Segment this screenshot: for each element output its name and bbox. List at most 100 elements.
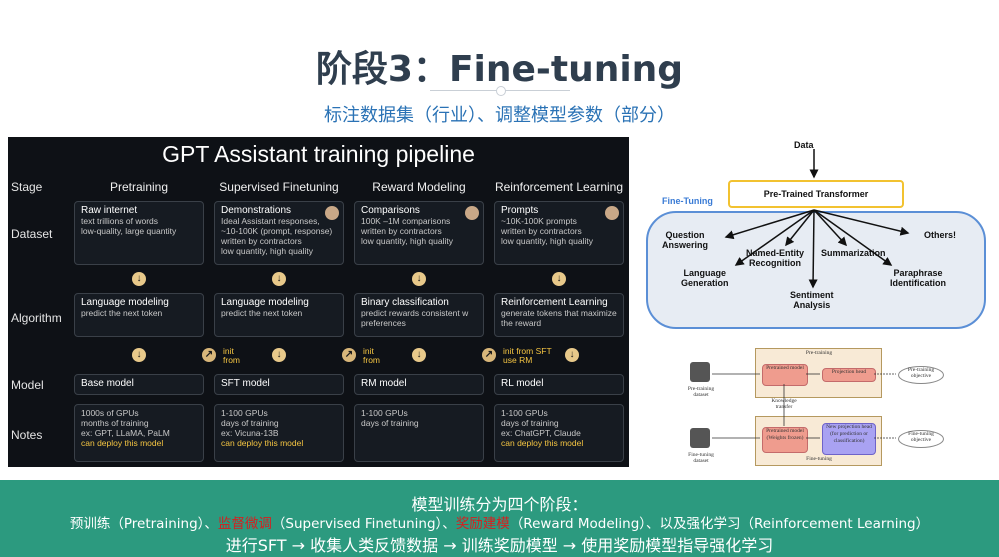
model-card-rl: RL model — [494, 374, 624, 395]
stage-rl: Reinforcement Learning — [494, 180, 624, 194]
contractor-avatar-icon — [465, 206, 479, 220]
finetuning-dataset-label: Fine-tuning dataset — [688, 452, 714, 464]
task-sentiment-analysis: Sentiment Analysis — [790, 290, 834, 310]
pretraining-label: Pre-training — [805, 350, 833, 356]
task-paraphrase-identification: Paraphrase Identification — [890, 268, 946, 288]
pretrained-model-box: Pretrained model — [762, 364, 808, 386]
notes-card-rm: 1-100 GPUs days of training — [354, 404, 484, 462]
dataset-head: Demonstrations — [221, 205, 292, 216]
algo-head: Language modeling — [221, 297, 309, 308]
summary-footer: 模型训练分为四个阶段： 预训练（Pretraining）、监督微调（Superv… — [0, 480, 999, 557]
stage-reward-modeling: Reward Modeling — [372, 180, 466, 194]
notes-body: 1-100 GPUs days of training — [361, 408, 419, 428]
row-label-model: Model — [11, 378, 44, 392]
footer-rm-rl: （Reward Modeling）、以及强化学习（Reinforcement L… — [509, 516, 930, 532]
init-from-label: init from — [363, 346, 380, 365]
footer-rm-highlight: 奖励建模 — [455, 516, 510, 532]
task-question-answering: Question Answering — [662, 230, 709, 250]
algo-body: predict the next token — [221, 308, 303, 318]
arrow-down-icon: ↓ — [412, 272, 426, 286]
pipeline-title: GPT Assistant training pipeline — [162, 141, 475, 167]
notes-body: 1-100 GPUs days of training ex: ChatGPT,… — [501, 408, 581, 438]
page-subtitle: 标注数据集（行业）、调整模型参数（部分） — [324, 105, 675, 126]
footer-pretraining: 预训练（Pretraining）、 — [69, 516, 218, 532]
algo-card-rl: Reinforcement Learning generate tokens t… — [494, 293, 624, 337]
init-from-label: init from — [223, 346, 240, 365]
model-card-rm: RM model — [354, 374, 484, 395]
dataset-card-rl: Prompts ~10K-100K prompts written by con… — [494, 201, 624, 265]
database-icon — [690, 428, 710, 448]
finetuning-arrows — [724, 149, 910, 289]
algo-card-pretraining: Language modeling predict the next token — [74, 293, 204, 337]
data-label: Data — [794, 140, 814, 150]
dataset-card-pretraining: Raw internet text trillions of words low… — [74, 201, 204, 265]
arrow-down-icon: ↓ — [565, 348, 579, 362]
arrow-down-icon: ↓ — [272, 272, 286, 286]
database-icon — [690, 362, 710, 382]
finetuning-label: Fine-tuning — [806, 456, 832, 462]
footer-line-1: 模型训练分为四个阶段： — [411, 495, 588, 514]
model-name: Base model — [81, 378, 134, 389]
new-projection-head-box: New projection head (for prediction or c… — [822, 423, 876, 455]
finetuning-region — [646, 211, 986, 329]
footer-sft-highlight: 监督微调 — [217, 516, 272, 532]
algo-head: Binary classification — [361, 297, 449, 308]
knowledge-transfer-diagram: Pre-training Pretrained model Projection… — [684, 344, 944, 469]
projection-head-box: Projection head — [822, 368, 876, 382]
algo-card-sft: Language modeling predict the next token — [214, 293, 344, 337]
finetuning-tasks-diagram: Data Pre-Trained Transformer Fine-Tuning… — [646, 137, 989, 333]
finetuning-objective: Fine-tuning objective — [898, 430, 944, 448]
dataset-body: 100K –1M comparisons written by contract… — [361, 216, 453, 246]
pretraining-dataset-label: Pre-training dataset — [687, 386, 715, 398]
arrow-down-icon: ↓ — [272, 348, 286, 362]
algo-body: generate tokens that maximize the reward — [501, 308, 617, 328]
task-language-generation: Language Generation — [681, 268, 729, 288]
model-card-sft: SFT model — [214, 374, 344, 395]
algo-head: Reinforcement Learning — [501, 297, 608, 308]
finetuning-label: Fine-Tuning — [662, 196, 713, 206]
notes-body: 1000s of GPUs months of training ex: GPT… — [81, 408, 170, 438]
deploy-note: can deploy this model — [81, 438, 164, 448]
task-ner: Named-Entity Recognition — [746, 248, 805, 268]
notes-card-pretraining: 1000s of GPUs months of training ex: GPT… — [74, 404, 204, 462]
footer-line-2: 预训练（Pretraining）、监督微调（Supervised Finetun… — [0, 512, 999, 532]
task-others: Others! — [924, 230, 957, 240]
dataset-head: Raw internet — [81, 205, 138, 216]
row-label-notes: Notes — [11, 428, 43, 442]
arrow-down-icon: ↓ — [552, 272, 566, 286]
row-label-stage: Stage — [11, 180, 43, 194]
row-label-dataset: Dataset — [11, 227, 53, 241]
dataset-body: ~10K-100K prompts written by contractors… — [501, 216, 593, 246]
dataset-card-sft: Demonstrations Ideal Assistant responses… — [214, 201, 344, 265]
footer-line-3: 进行SFT → 收集人类反馈数据 → 训练奖励模型 → 使用奖励模型指导强化学习 — [225, 536, 774, 555]
arrow-down-icon: ↓ — [132, 348, 146, 362]
training-pipeline-panel: GPT Assistant training pipeline Stage Da… — [8, 137, 629, 467]
model-name: SFT model — [221, 378, 270, 389]
dataset-head: Comparisons — [361, 205, 420, 216]
arrow-diagonal-icon: ↗ — [482, 348, 496, 362]
algo-body: predict the next token — [81, 308, 163, 318]
kd-arrows — [712, 373, 896, 439]
stage-sft: Supervised Finetuning — [219, 180, 339, 194]
algo-body: predict rewards consistent w preferences — [361, 308, 469, 328]
task-summarization: Summarization — [821, 248, 886, 258]
deploy-note: can deploy this model — [221, 438, 304, 448]
algo-card-rm: Binary classification predict rewards co… — [354, 293, 484, 337]
pretrained-transformer-box: Pre-Trained Transformer — [728, 180, 904, 208]
model-name: RL model — [501, 378, 544, 389]
algo-head: Language modeling — [81, 297, 169, 308]
dataset-head: Prompts — [501, 205, 539, 216]
init-from-label: init from SFT use RM — [503, 346, 552, 365]
footer-sft-en: （Supervised Finetuning）、 — [271, 516, 456, 532]
dataset-card-rm: Comparisons 100K –1M comparisons written… — [354, 201, 484, 265]
notes-card-sft: 1-100 GPUs days of training ex: Vicuna-1… — [214, 404, 344, 462]
deploy-note: can deploy this model — [501, 438, 584, 448]
model-card-base: Base model — [74, 374, 204, 395]
dataset-body: Ideal Assistant responses, ~10-100K (pro… — [221, 216, 333, 256]
contractor-avatar-icon — [605, 206, 619, 220]
notes-card-rl: 1-100 GPUs days of training ex: ChatGPT,… — [494, 404, 624, 462]
arrow-diagonal-icon: ↗ — [202, 348, 216, 362]
page-title: 阶段3：Fine-tuning — [315, 49, 684, 90]
dataset-body: text trillions of words low-quality, lar… — [81, 216, 177, 236]
arrow-down-icon: ↓ — [132, 272, 146, 286]
